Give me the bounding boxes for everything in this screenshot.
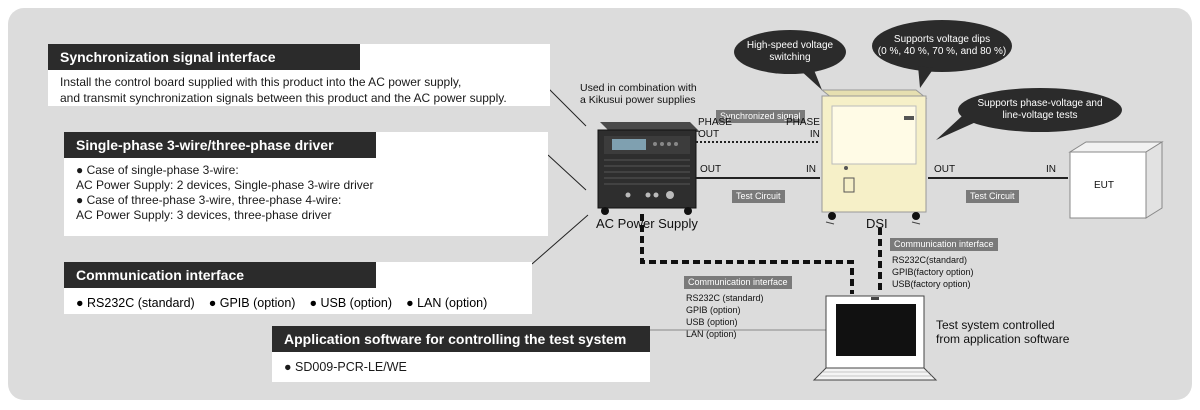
comm-interface-box: Communication interface ● RS232C (standa…: [64, 262, 532, 314]
sync-interface-body: Install the control board supplied with …: [48, 70, 550, 112]
out-label-1: OUT: [700, 164, 722, 175]
eut-label: EUT: [1094, 180, 1114, 191]
laptop-device: [812, 295, 938, 381]
sync-interface-title: Synchronization signal interface: [48, 44, 360, 70]
phase-in-line2: IN: [809, 129, 820, 140]
ac-power-supply-label: AC Power Supply: [596, 216, 698, 231]
test-circuit-tag-1: Test Circuit: [732, 190, 785, 203]
dsi-device: [820, 89, 928, 225]
dsi-comm-tag: Communication interface: [890, 238, 998, 251]
pc-comm-lan: LAN (option): [686, 329, 737, 339]
pc-comm-usb: USB (option): [686, 317, 738, 327]
sync-interface-line1: Install the control board supplied with …: [60, 75, 462, 89]
used-line2: a Kikusui power supplies: [580, 94, 696, 106]
dsi-comm-list: RS232C(standard) GPIB(factory option) US…: [892, 254, 974, 290]
controlled-line1: Test system controlled: [936, 318, 1055, 332]
callout-lines: [531, 87, 830, 331]
phase-in-line1: PHASE: [786, 117, 820, 128]
dsi-label: DSI: [866, 216, 888, 231]
eut-device: [1068, 141, 1164, 219]
comm-item-gpib: ● GPIB (option): [208, 296, 296, 310]
app-software-title: Application software for controlling the…: [272, 326, 650, 352]
driver-callout-line: [547, 154, 587, 191]
driver-box-title: Single-phase 3-wire/three-phase driver: [64, 132, 376, 158]
driver-case1-detail: AC Power Supply: 2 devices, Single-phase…: [76, 178, 374, 192]
driver-case2-heading: ● Case of three-phase 3-wire, three-phas…: [76, 193, 342, 207]
comm-interface-items: ● RS232C (standard) ● GPIB (option) ● US…: [64, 288, 532, 318]
controlled-from-software-label: Test system controlled from application …: [936, 318, 1069, 346]
pc-comm-list: RS232C (standard) GPIB (option) USB (opt…: [686, 292, 764, 340]
sync-interface-line2: and transmit synchronization signals bet…: [60, 91, 507, 105]
comm-item-rs232c: ● RS232C (standard): [76, 296, 195, 310]
phase-out-line2: OUT: [698, 129, 720, 140]
comm-callout-line: [531, 214, 589, 265]
comm-interface-title: Communication interface: [64, 262, 376, 288]
driver-case2-detail: AC Power Supply: 3 devices, three-phase …: [76, 208, 332, 222]
controlled-line2: from application software: [936, 332, 1070, 346]
pc-comm-tag: Communication interface: [684, 276, 792, 289]
bubble-phase-line1: Supports phase-voltage and: [977, 98, 1103, 109]
ac-power-supply-device: [597, 122, 700, 215]
app-software-box: Application software for controlling the…: [272, 326, 650, 382]
phase-out-line1: PHASE: [698, 117, 732, 128]
bubble-high-speed-line2: switching: [769, 52, 811, 63]
in-label-2: IN: [1046, 164, 1056, 175]
bubble-dips-line1: Supports voltage dips: [893, 34, 991, 45]
driver-box-body: ● Case of single-phase 3-wire: AC Power …: [64, 158, 548, 229]
comm-item-usb: ● USB (option): [309, 296, 393, 310]
speech-bubbles: [734, 20, 1122, 140]
bubble-voltage-dips: Supports voltage dips (0 %, 40 %, 70 %, …: [876, 34, 1008, 58]
pc-comm-line: [640, 214, 854, 294]
driver-case1-heading: ● Case of single-phase 3-wire:: [76, 163, 239, 177]
sync-interface-box: Synchronization signal interface Install…: [48, 44, 550, 106]
bubble-high-speed-line1: High-speed voltage: [746, 40, 834, 51]
app-software-item: ● SD009-PCR-LE/WE: [284, 360, 407, 374]
phase-in-label: PHASE IN: [786, 117, 820, 141]
phase-out-label: PHASE OUT: [698, 117, 732, 141]
dsi-comm-gpib: GPIB(factory option): [892, 267, 974, 277]
dsi-comm-usb: USB(factory option): [892, 279, 971, 289]
dsi-comm-rs232c: RS232C(standard): [892, 255, 968, 265]
sync-signal-tag: Synchronized signal: [716, 110, 805, 123]
bubble-phase-line2: line-voltage tests: [1002, 110, 1078, 121]
used-line1: Used in combination with: [580, 82, 697, 94]
signal-lines: [640, 141, 1068, 294]
out-label-2: OUT: [934, 164, 956, 175]
bubble-phase-tests: Supports phase-voltage and line-voltage …: [964, 98, 1116, 122]
comm-item-lan: ● LAN (option): [406, 296, 488, 310]
bubble-dips-line2: (0 %, 40 %, 70 %, and 80 %): [877, 46, 1007, 57]
pc-comm-rs232c: RS232C (standard): [686, 293, 764, 303]
pc-comm-gpib: GPIB (option): [686, 305, 741, 315]
test-circuit-tag-2: Test Circuit: [966, 190, 1019, 203]
bubble-high-speed: High-speed voltage switching: [742, 40, 838, 64]
sync-callout-line: [547, 87, 587, 127]
in-label-1: IN: [806, 164, 816, 175]
driver-box: Single-phase 3-wire/three-phase driver ●…: [64, 132, 548, 236]
used-in-combination-label: Used in combination with a Kikusui power…: [580, 82, 697, 106]
